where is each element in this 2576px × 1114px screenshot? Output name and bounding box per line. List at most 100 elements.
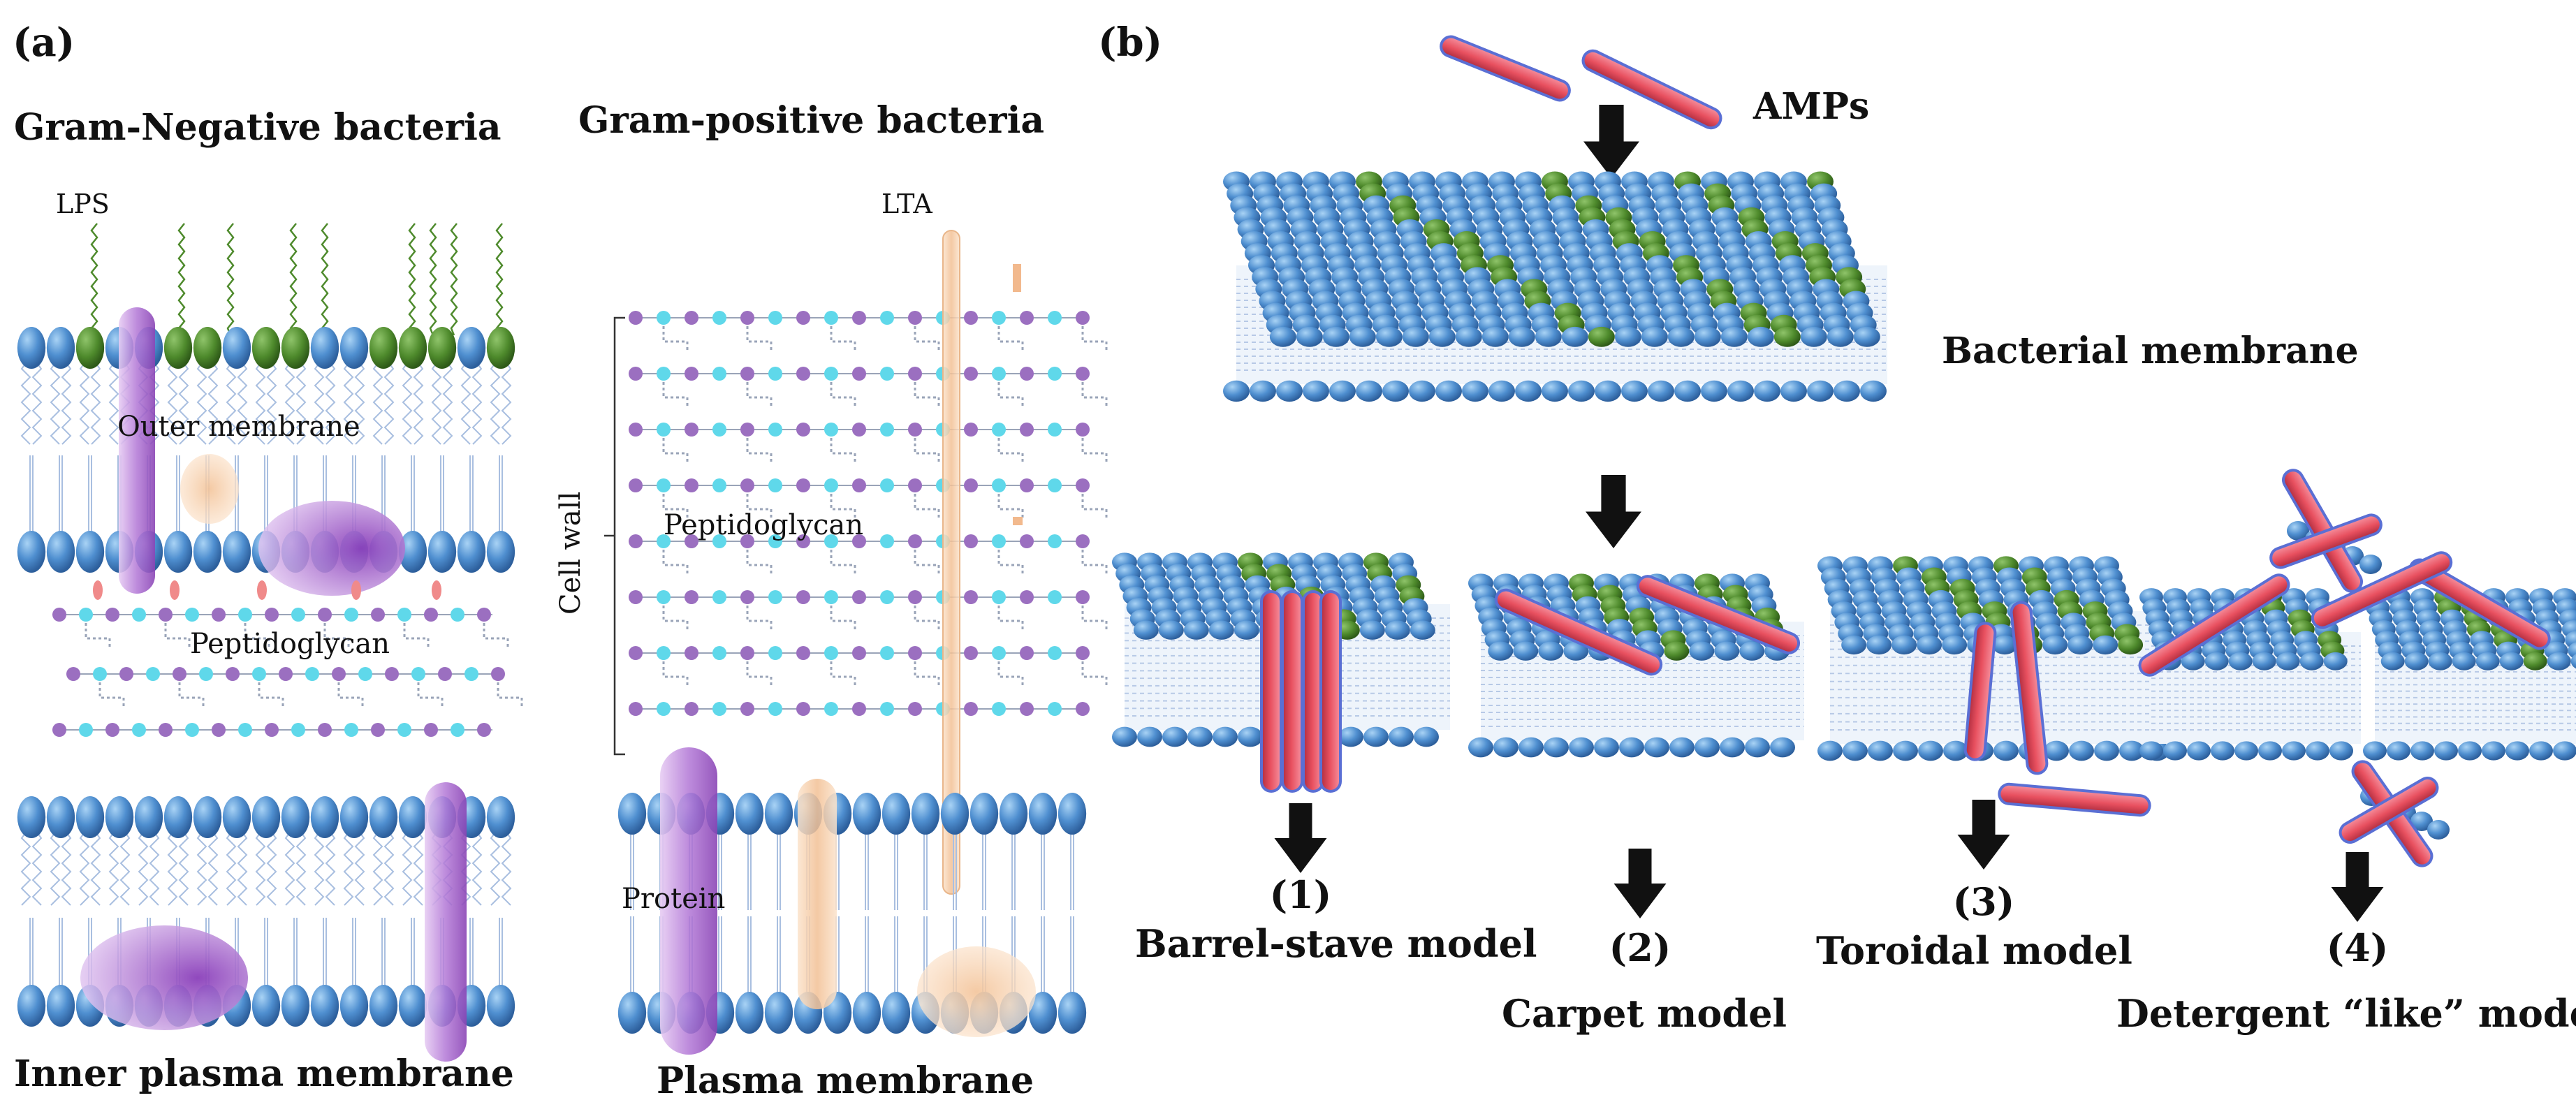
pg-sugar <box>740 423 754 437</box>
pg-sugar <box>964 590 978 604</box>
lipid-tail <box>267 455 272 537</box>
model-3-number: (3) <box>1953 879 2015 924</box>
lipid-tail <box>113 455 119 537</box>
amp-body <box>1263 593 1280 790</box>
lipid-head <box>1720 326 1748 347</box>
lipid-head <box>2204 652 2229 670</box>
pg-sugar <box>768 590 782 604</box>
pg-sugar <box>477 723 491 737</box>
lipid-head <box>1538 641 1564 661</box>
pg-sugar <box>852 423 866 437</box>
peptide-bridge <box>1081 661 1108 687</box>
pg-sugar <box>1048 590 1062 604</box>
gp-peptidoglycan-row <box>629 646 1108 687</box>
peptide-bridge <box>403 623 430 648</box>
lipid-head <box>1208 620 1234 640</box>
amp-body <box>2411 561 2548 647</box>
lipid-tail <box>61 832 72 906</box>
pg-sugar <box>796 646 810 660</box>
peptide-bridge <box>483 623 509 648</box>
lipid-tail <box>714 828 719 910</box>
lipid-tail <box>1073 828 1078 910</box>
lipid-head <box>617 793 647 835</box>
pg-sugar <box>1020 478 1034 492</box>
lipid-head <box>46 796 75 838</box>
lipid-tail <box>20 362 31 445</box>
lipid-head <box>911 793 940 835</box>
micelle-bottom <box>2339 760 2450 867</box>
inner-membrane <box>17 796 515 1027</box>
pg-sugar <box>740 311 754 325</box>
pg-sugar <box>685 367 698 381</box>
pg-sugar <box>908 702 922 716</box>
pg-sugar <box>657 646 671 660</box>
pg-sugar <box>93 667 107 681</box>
pg-sugar <box>824 646 838 660</box>
lipid-head <box>427 327 457 369</box>
gp-peptidoglycan-row <box>629 311 1108 351</box>
lipid-tail <box>226 832 237 906</box>
lipid-head <box>1356 380 1382 402</box>
lipid-tail <box>1044 916 1049 998</box>
peptide-bridge <box>914 326 940 351</box>
pg-sugar <box>685 423 698 437</box>
pg-sugar <box>712 590 726 604</box>
pg-sugar <box>740 534 754 548</box>
lipid-tail <box>1037 828 1042 910</box>
lipid-head <box>1644 737 1669 758</box>
pg-sugar <box>880 423 894 437</box>
peptide-bridge <box>662 382 689 407</box>
lipid-head <box>134 796 163 838</box>
lipid-tail <box>633 916 638 998</box>
pg-sugar <box>685 534 698 548</box>
lipid-tail <box>402 832 413 906</box>
gp-peptidoglycan-row <box>629 702 1090 716</box>
lipid-head <box>617 992 647 1034</box>
pg-sugar <box>1076 646 1090 660</box>
pg-sugar <box>199 667 213 681</box>
pg-sugar <box>1020 646 1034 660</box>
amp-body <box>1639 578 1798 652</box>
lipid-tail <box>79 362 90 445</box>
carpet-amp <box>1494 588 1663 676</box>
lipid-tail <box>377 918 383 991</box>
barrel-stave-amp <box>1319 590 1342 793</box>
lipid-head <box>2410 741 2434 761</box>
lipid-tail <box>31 832 43 906</box>
pg-sugar <box>451 608 464 622</box>
barrel-stave-amp <box>1302 590 1324 793</box>
lipid-head <box>222 796 251 838</box>
arrow-model-3 <box>1957 800 2010 870</box>
lipid-tail <box>383 832 395 906</box>
lipid-head <box>310 796 339 838</box>
lipid-head <box>735 793 764 835</box>
lps-chain <box>495 223 504 336</box>
lipid-head <box>1508 326 1535 347</box>
lipid-head <box>2228 652 2253 670</box>
pg-sugar <box>992 590 1006 604</box>
peptide-bridge <box>1081 326 1108 351</box>
lipid-head <box>1544 737 1569 758</box>
lipid-head <box>1455 326 1482 347</box>
lipid-head <box>1747 326 1774 347</box>
pg-sugar <box>796 423 810 437</box>
lipid-tail <box>897 828 902 910</box>
model-2-name: Carpet model <box>1502 991 1787 1036</box>
lipid-tail <box>372 832 383 906</box>
lipid-head <box>1435 380 1462 402</box>
lipid-tail <box>296 918 302 991</box>
lipid-head <box>2258 741 2282 761</box>
lipid-tail <box>1044 828 1049 910</box>
peptide-bridge <box>746 326 773 351</box>
peptide-bridge <box>830 438 856 463</box>
lipid-tail <box>179 455 184 537</box>
peptide-bridge <box>914 550 940 575</box>
lipid-head <box>75 327 105 369</box>
lipid-head <box>2252 652 2276 670</box>
porin-protein <box>119 307 155 594</box>
amp-body <box>2313 554 2450 626</box>
peptide-bridge <box>746 382 773 407</box>
lipid-tail <box>167 362 178 445</box>
arrow-shaft <box>1628 849 1652 887</box>
lipid-tail <box>50 362 61 445</box>
